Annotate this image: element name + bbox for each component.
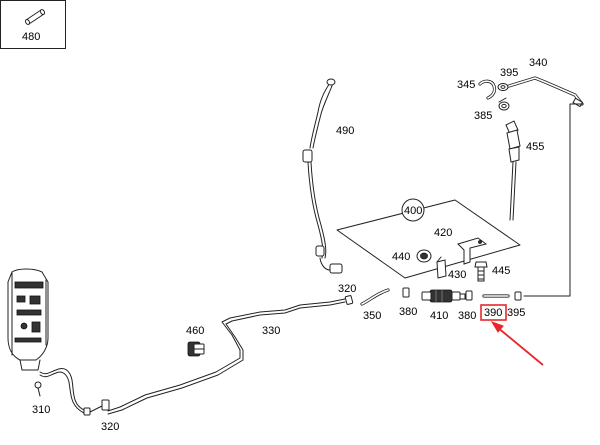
part-410-filter[interactable]	[421, 289, 466, 303]
part-490-harness[interactable]	[302, 78, 343, 274]
label-385[interactable]: 385	[474, 110, 492, 122]
label-310[interactable]: 310	[32, 404, 50, 416]
part-395-bottom-clamp[interactable]	[514, 291, 522, 301]
part-330-fuel-line[interactable]	[107, 298, 346, 415]
svg-text:390: 390	[484, 307, 502, 319]
label-340[interactable]: 340	[529, 57, 547, 69]
label-350[interactable]: 350	[363, 310, 381, 322]
callout-400[interactable]: 400	[401, 198, 425, 222]
part-445-bolt[interactable]	[474, 261, 488, 282]
highlight-arrow	[490, 321, 544, 366]
highlight-box-390[interactable]: 390	[480, 304, 507, 321]
label-420[interactable]: 420	[434, 227, 452, 239]
part-320-bottom-connectors[interactable]	[83, 399, 110, 416]
svg-text:400: 400	[404, 205, 422, 217]
return-line	[523, 103, 583, 297]
part-455-sensor[interactable]	[505, 120, 521, 221]
label-460[interactable]: 460	[186, 325, 204, 337]
label-395-top[interactable]: 395	[500, 67, 518, 79]
label-330[interactable]: 330	[262, 325, 280, 337]
label-410[interactable]: 410	[430, 310, 448, 322]
label-430[interactable]: 430	[448, 269, 466, 281]
part-430-clip[interactable]	[436, 256, 447, 279]
part-345-hose[interactable]	[478, 79, 497, 100]
part-420-bracket[interactable]	[457, 237, 488, 265]
part-395-top-clamp[interactable]	[497, 83, 509, 91]
label-380-left[interactable]: 380	[399, 306, 417, 318]
label-395-bottom[interactable]: 395	[507, 307, 525, 319]
part-310-tank-module[interactable]	[7, 268, 85, 414]
part-380-left-sleeve[interactable]	[402, 287, 410, 298]
part-385-clamp[interactable]	[498, 97, 510, 111]
part-440-nut[interactable]	[416, 249, 432, 263]
label-380-right[interactable]: 380	[458, 310, 476, 322]
part-350-hose[interactable]	[360, 288, 390, 306]
part-340-tube[interactable]	[507, 76, 584, 108]
label-440[interactable]: 440	[392, 251, 410, 263]
part-320-top-connector[interactable]	[344, 295, 354, 305]
label-445[interactable]: 445	[492, 265, 510, 277]
label-455[interactable]: 455	[526, 141, 544, 153]
part-380-right-sleeve[interactable]	[465, 290, 473, 301]
label-490[interactable]: 490	[336, 125, 354, 137]
part-460-clip[interactable]	[187, 341, 205, 357]
part-480-sleeve[interactable]	[24, 9, 46, 25]
label-320-bottom[interactable]: 320	[101, 421, 119, 433]
label-480[interactable]: 480	[22, 31, 40, 43]
label-320-top[interactable]: 320	[338, 283, 356, 295]
label-345[interactable]: 345	[457, 79, 475, 91]
inset-box-480: 480	[0, 0, 66, 49]
